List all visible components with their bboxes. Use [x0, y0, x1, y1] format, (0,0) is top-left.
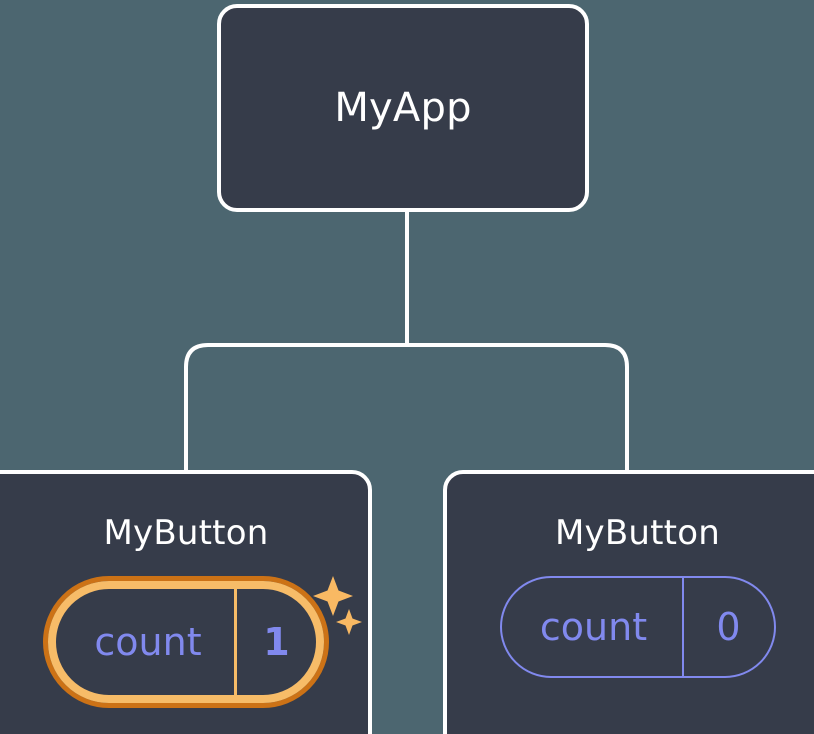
state-pill-left-wrap: count 1 [43, 576, 362, 708]
node-myapp-title: MyApp [334, 85, 472, 131]
state-pill-left[interactable]: count 1 [43, 576, 329, 708]
node-mybutton-left-content: MyButton count 1 [43, 513, 362, 708]
state-key-right: count [539, 605, 648, 649]
state-key-left: count [94, 620, 202, 664]
state-value-right: 0 [681, 578, 774, 676]
sparkle-small-icon [336, 609, 362, 635]
node-mybutton-left[interactable]: MyButton count 1 [0, 470, 372, 734]
node-mybutton-right-title: MyButton [555, 513, 720, 553]
node-myapp[interactable]: MyApp [217, 4, 589, 212]
state-pill-right-wrap: count 0 [499, 576, 776, 678]
state-value-left: 1 [234, 589, 316, 695]
state-pill-left-inner: count 1 [48, 581, 324, 703]
node-mybutton-right[interactable]: MyButton count 0 [443, 470, 814, 734]
state-pill-right[interactable]: count 0 [499, 576, 776, 678]
connector-branch-bar [184, 343, 629, 470]
node-mybutton-right-content: MyButton count 0 [499, 513, 776, 678]
node-mybutton-left-title: MyButton [103, 513, 269, 553]
